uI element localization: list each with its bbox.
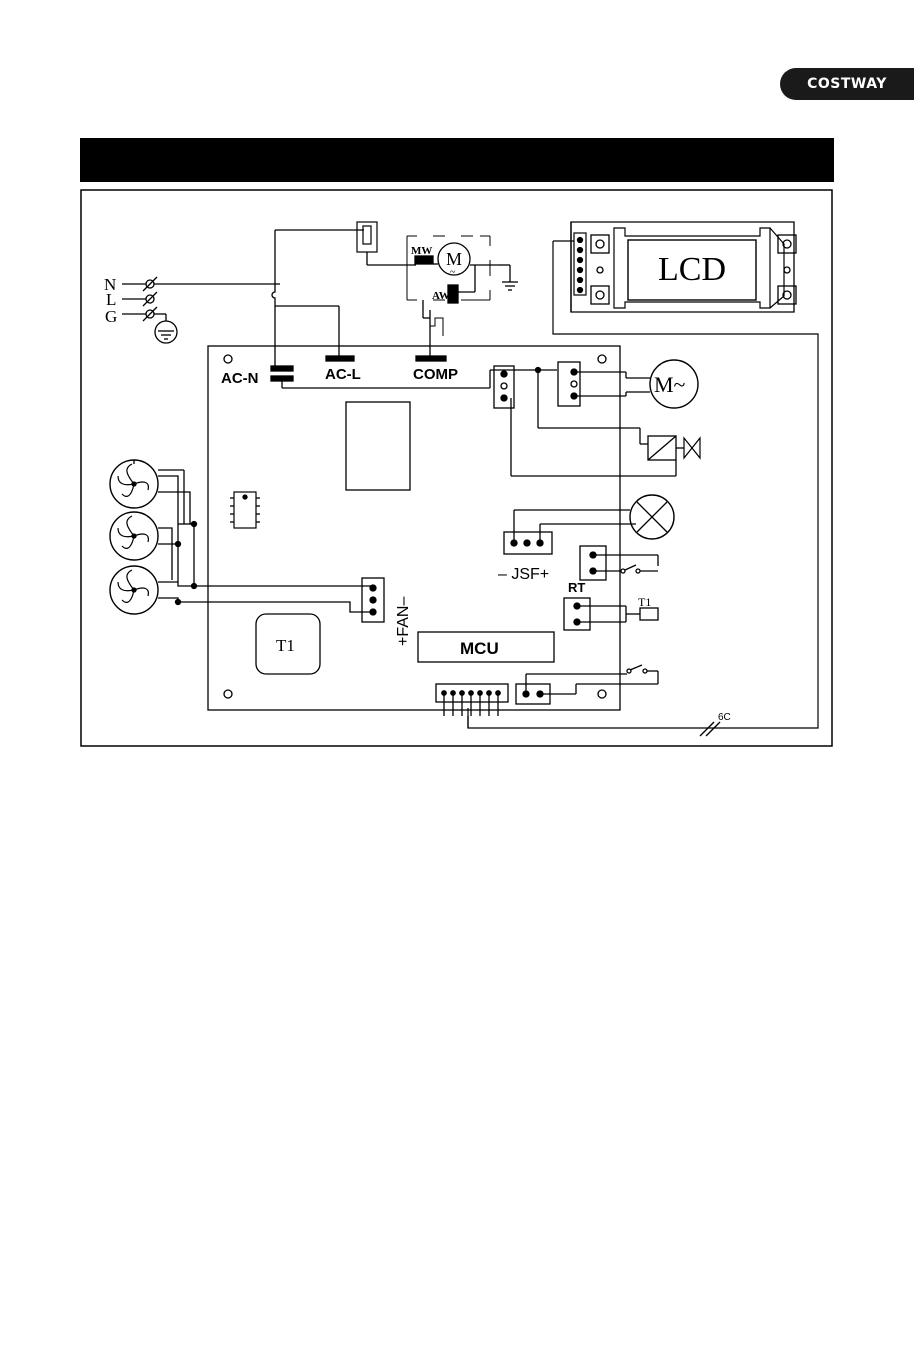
label-mcu: MCU bbox=[460, 639, 499, 658]
label-ac-l: AC-L bbox=[325, 366, 361, 383]
pump-motor-icon: M~ bbox=[626, 360, 698, 408]
label-6c: 6C bbox=[718, 712, 731, 723]
fan-icon bbox=[110, 460, 158, 508]
label-t1-sensor: T1 bbox=[638, 595, 651, 609]
power-input: N L G bbox=[104, 275, 275, 343]
label-motor-tilde: ~ bbox=[450, 267, 456, 278]
label-mw: MW bbox=[411, 245, 432, 257]
label-g: G bbox=[105, 307, 117, 326]
label-pump-motor: M~ bbox=[654, 372, 686, 397]
costway-logo: COSTWAY bbox=[780, 68, 914, 100]
label-comp: COMP bbox=[413, 366, 458, 383]
main-control-board: AC-N AC-L COMP bbox=[208, 346, 676, 728]
label-fan: +FAN– bbox=[395, 597, 412, 646]
label-motor-m: M bbox=[446, 249, 462, 269]
wiring-diagram: N L G bbox=[80, 188, 834, 748]
solenoid-valve-icon bbox=[640, 436, 700, 460]
compressor-motor: MW M ~ AW bbox=[407, 236, 518, 303]
label-rt: RT bbox=[568, 580, 585, 595]
section-title-bar bbox=[80, 138, 834, 182]
terminal-l bbox=[122, 292, 157, 306]
lcd-display-board: LCD bbox=[468, 222, 818, 728]
label-jsf: – JSF+ bbox=[498, 566, 549, 583]
label-t1-transformer: T1 bbox=[276, 636, 295, 655]
cable-6c-marker: 6C bbox=[700, 712, 731, 736]
terminal-g bbox=[122, 307, 166, 321]
fan-motors bbox=[110, 460, 373, 614]
lcd-label: LCD bbox=[658, 251, 726, 288]
lamp-icon bbox=[630, 495, 674, 539]
terminal-n bbox=[122, 277, 275, 291]
fan-icon bbox=[110, 566, 158, 614]
label-ac-n: AC-N bbox=[221, 370, 259, 387]
fan-icon bbox=[110, 512, 158, 560]
label-aw: AW bbox=[432, 290, 450, 302]
ground-icon bbox=[155, 314, 177, 343]
